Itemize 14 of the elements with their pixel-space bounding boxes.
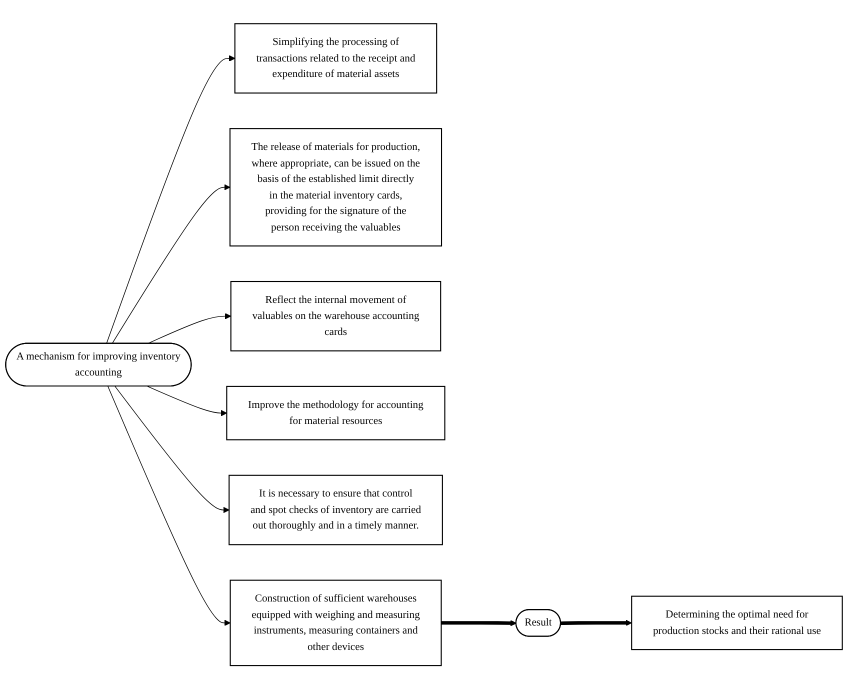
node-box: The release of materials for production, where appropriate, can be issued on the basis of the established limit directly in the material inventory cards, providing for the signature of the person receiving the valuables bbox=[229, 128, 442, 246]
arrow bbox=[106, 55, 236, 344]
node-box: It is necessary to ensure that control and spot checks of inventory are carried out thoroughly and in a timely manner. bbox=[228, 474, 443, 546]
arrow bbox=[147, 386, 227, 416]
arrow bbox=[114, 386, 230, 513]
node-box: Determining the optimal need for production stocks and their rational use bbox=[631, 596, 843, 650]
node-box: Construction of sufficient warehouses equipped with weighing and measuring instruments, measuring containers and other devices bbox=[230, 580, 442, 666]
node-box: Simplifying the processing of transactions related to the receipt and expenditure of material assets bbox=[234, 23, 438, 94]
arrow bbox=[112, 184, 230, 344]
node-box: Improve the methodology for accounting for material resources bbox=[226, 386, 446, 440]
arrow bbox=[560, 620, 632, 626]
node-box: Reflect the internal movement of valuables on the warehouse accounting cards bbox=[230, 280, 442, 352]
arrow bbox=[441, 620, 517, 626]
arrow bbox=[108, 386, 231, 626]
